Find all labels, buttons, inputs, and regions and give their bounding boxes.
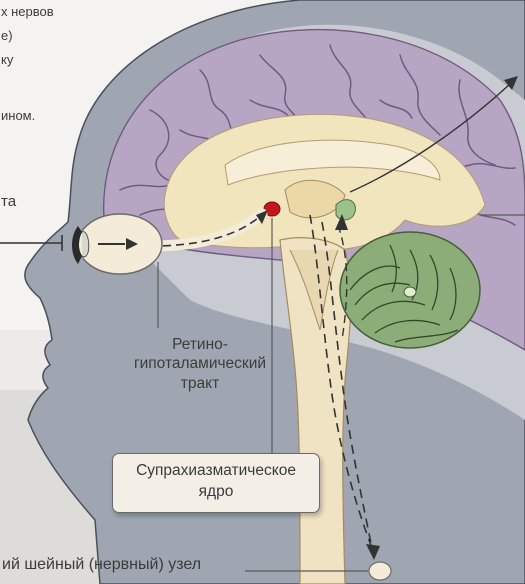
frag-label-3: ку — [1, 52, 13, 67]
retinohypothalamic-tract-label: Ретино- гипоталамический тракт — [112, 335, 288, 393]
rht-line-1: Ретино- — [112, 335, 288, 354]
frag-label-1: х нервов — [1, 4, 54, 19]
frag-label-4: ином. — [1, 108, 35, 123]
scn-line-2: ядро — [113, 482, 319, 503]
pineal-gland — [336, 200, 355, 220]
cervical-ganglion-label: ий шейный (нервный) узел — [2, 556, 201, 575]
frag-label-5: та — [1, 193, 16, 211]
rht-line-2: гипоталамический — [112, 354, 288, 373]
scn-line-1: Супрахиазматическое — [113, 461, 319, 482]
cervical-ganglion — [369, 562, 391, 580]
rht-line-3: тракт — [112, 374, 288, 393]
cerebellum-core — [404, 287, 416, 297]
scn-label-box: Супрахиазматическое ядро — [112, 453, 320, 513]
frag-label-2: е) — [1, 28, 13, 43]
